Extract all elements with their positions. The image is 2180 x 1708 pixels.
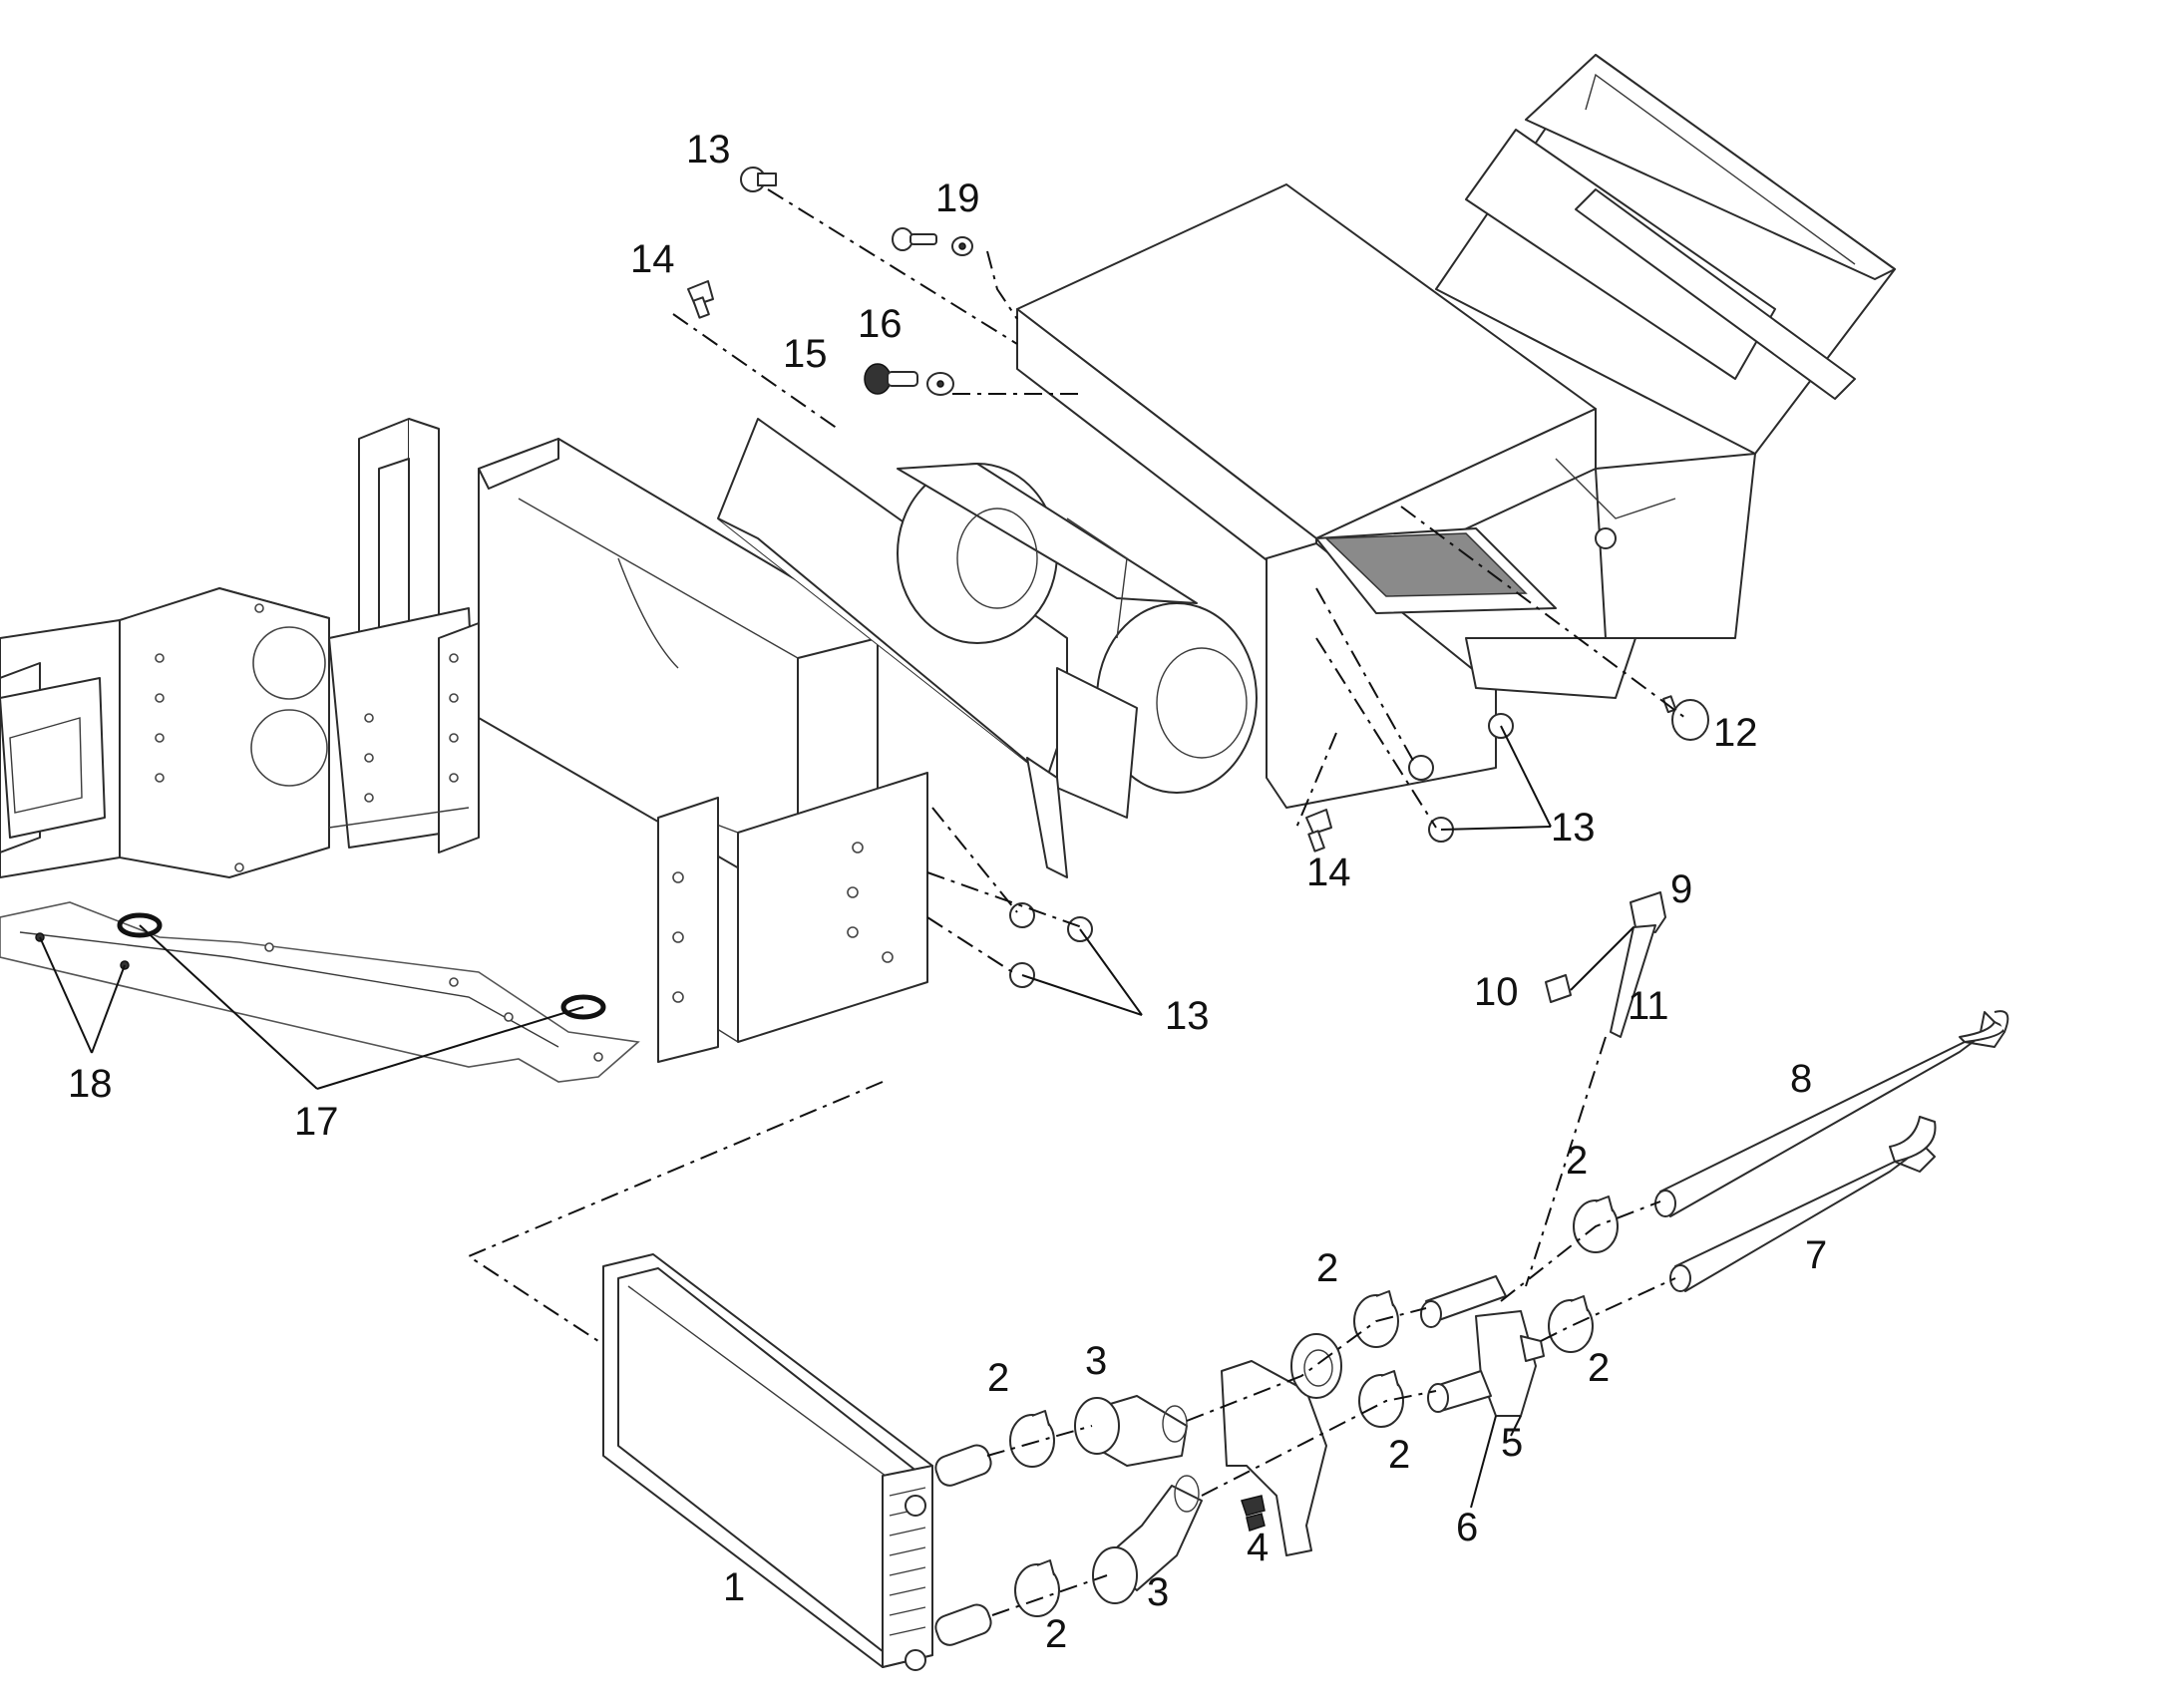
callout-12: 12 [1713, 711, 1758, 755]
heater-box-bolt-holes [672, 842, 894, 1003]
clip [1241, 1495, 1266, 1532]
bolt-19 [892, 227, 973, 256]
callout-7: 7 [1805, 1233, 1827, 1277]
bolt-15 [864, 363, 918, 395]
callout-6: 6 [1456, 1506, 1478, 1549]
callout-19: 19 [935, 176, 980, 220]
callout-3: 3 [1085, 1339, 1107, 1383]
callout-10: 10 [1474, 970, 1519, 1014]
water-valve [1427, 1310, 1545, 1417]
screws-14 [687, 280, 1332, 853]
blower-housing [717, 54, 1896, 878]
callout-18: 18 [68, 1062, 113, 1106]
grommet-12 [1662, 695, 1709, 741]
callout-14: 14 [1306, 851, 1351, 894]
callout-3: 3 [1147, 1570, 1169, 1614]
callout-14: 14 [630, 237, 675, 281]
heater-box [478, 438, 928, 1063]
callout-2: 2 [1588, 1346, 1610, 1390]
callout-5: 5 [1501, 1421, 1523, 1465]
screws-13 [740, 167, 1514, 988]
callout-2: 2 [987, 1356, 1009, 1400]
callout-2: 2 [1566, 1139, 1588, 1183]
assembly-lines [466, 188, 1686, 1616]
callout-15: 15 [783, 332, 828, 376]
callout-13: 13 [1165, 994, 1210, 1038]
leader-lines [39, 725, 1635, 1509]
frame-bolt-holes [155, 603, 603, 1062]
washer-16 [926, 372, 954, 396]
callout-labels: 1 2 2 2 2 2 2 3 3 4 5 6 7 8 9 10 11 12 1… [68, 128, 1827, 1656]
frame-assembly [0, 418, 640, 1083]
callout-13: 13 [1551, 806, 1596, 850]
callout-2: 2 [1316, 1246, 1338, 1290]
hose-elbows [1074, 1395, 1203, 1604]
callout-11: 11 [1628, 984, 1669, 1028]
mounting-bracket [1221, 1333, 1342, 1556]
callout-9: 9 [1670, 867, 1692, 911]
callout-2: 2 [1045, 1612, 1067, 1656]
callout-13: 13 [686, 128, 731, 171]
callout-16: 16 [858, 302, 903, 346]
o-rings [117, 912, 606, 1020]
callout-1: 1 [723, 1565, 745, 1609]
callout-2: 2 [1388, 1433, 1410, 1477]
callout-4: 4 [1247, 1526, 1269, 1569]
callout-17: 17 [294, 1100, 339, 1144]
heater-hoses [1654, 1010, 2009, 1292]
callout-8: 8 [1790, 1057, 1812, 1101]
control-cable [1545, 891, 1666, 1038]
heater-core [602, 1253, 992, 1671]
